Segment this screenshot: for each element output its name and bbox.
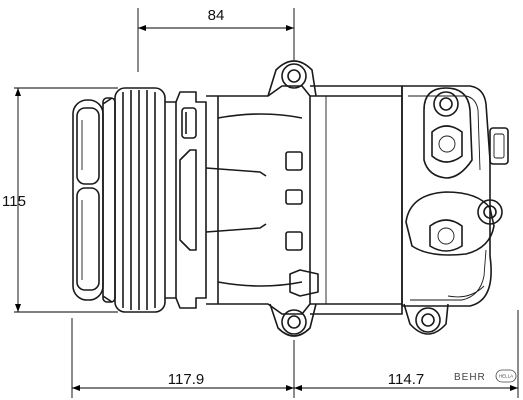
brand-mark-text: BEHR — [454, 372, 486, 383]
top-mounting-ear — [267, 60, 317, 97]
main-body — [206, 85, 319, 315]
dimension-top-label: 84 — [208, 7, 225, 24]
dimension-top — [137, 8, 295, 72]
bottom-mounting-ear — [269, 303, 317, 337]
front-head — [175, 91, 267, 309]
dimension-bottom — [71, 310, 519, 398]
dimension-bottom-right-label: 114.7 — [388, 371, 424, 388]
cylinder-block — [310, 85, 403, 315]
upper-port — [423, 87, 473, 179]
clutch-plate — [72, 97, 116, 303]
side-connector — [489, 127, 509, 165]
rear-mounting-ear — [403, 285, 485, 335]
dimension-left-label: 115 — [2, 193, 26, 210]
pulley — [114, 87, 177, 313]
dimension-bottom-left-label: 117.9 — [168, 371, 204, 388]
lower-port — [405, 191, 503, 256]
brand-logo: BEHR HELLA — [454, 369, 517, 383]
rear-head — [401, 85, 492, 307]
brand-badge-text: HELLA — [499, 374, 513, 379]
dimension-left — [14, 87, 118, 313]
